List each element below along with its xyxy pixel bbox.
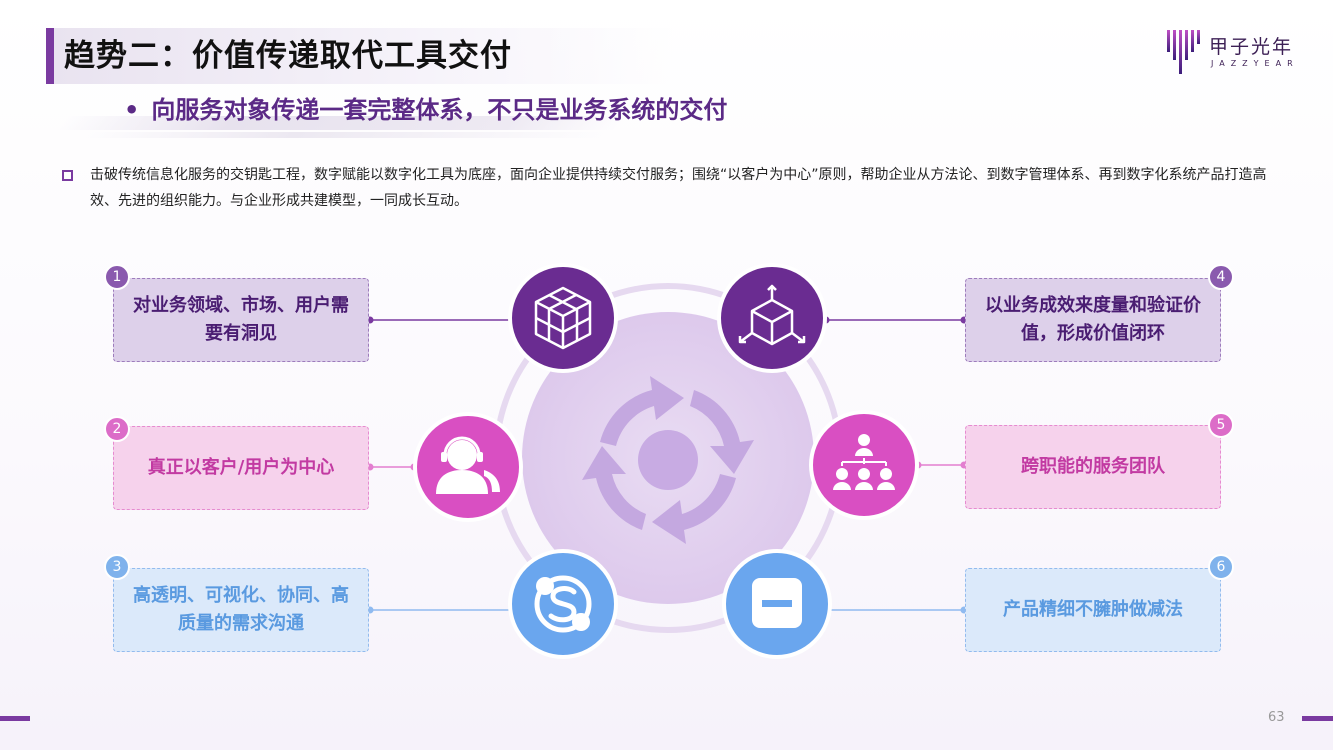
item-box-2: 真正以客户/用户为中心: [113, 426, 369, 510]
brand-logo: 甲子光年 JAZZYEAR: [1165, 28, 1295, 80]
logo-name-en: JAZZYEAR: [1211, 59, 1299, 68]
description-text: 击破传统信息化服务的交钥匙工程，数字赋能以数字化工具为底座，面向企业提供持续交付…: [90, 167, 1267, 209]
item-box-5: 跨职能的服务团队: [965, 425, 1221, 509]
item-box-3: 高透明、可视化、协同、高质量的需求沟通: [113, 568, 369, 652]
footer-accent-left: [0, 716, 30, 721]
item-number-1: 1: [104, 264, 130, 290]
3d-cube-icon: [738, 284, 806, 346]
item-box-4: 以业务成效来度量和验证价值，形成价值闭环: [965, 278, 1221, 362]
item-number-3: 3: [104, 554, 130, 580]
item-number-4: 4: [1208, 264, 1234, 290]
title-background: [54, 28, 674, 84]
node-2: [413, 412, 523, 522]
cycle-arrows-icon: [582, 376, 754, 544]
node-3: [508, 549, 618, 659]
item-box-6: 产品精细不臃肿做减法: [965, 568, 1221, 652]
minus-square-icon: [752, 578, 802, 628]
footer-accent-right: [1302, 716, 1333, 721]
node-4: [717, 263, 827, 373]
cubes-icon: [534, 286, 592, 350]
skype-icon: [534, 575, 592, 633]
title-accent-bar: [46, 28, 54, 84]
item-number-6: 6: [1208, 554, 1234, 580]
node-5: [809, 410, 919, 520]
bullet-dot: •: [124, 96, 140, 124]
logo-mark-icon: [1167, 30, 1200, 74]
node-6: [722, 549, 832, 659]
page-subtitle: • 向服务对象传递一套完整体系，不只是业务系统的交付: [124, 92, 727, 128]
node-1: [508, 263, 618, 373]
team-hierarchy-icon: [833, 434, 895, 490]
customer-service-icon: [436, 436, 500, 494]
page-number: 63: [1268, 710, 1285, 725]
subtitle-text: 向服务对象传递一套完整体系，不只是业务系统的交付: [151, 96, 728, 124]
description-bullet: [62, 170, 73, 181]
logo-name-cn: 甲子光年: [1209, 36, 1294, 58]
item-number-5: 5: [1208, 412, 1234, 438]
page-title: 趋势二：价值传递取代工具交付: [64, 38, 512, 74]
item-box-1: 对业务领域、市场、用户需要有洞见: [113, 278, 369, 362]
item-number-2: 2: [104, 416, 130, 442]
